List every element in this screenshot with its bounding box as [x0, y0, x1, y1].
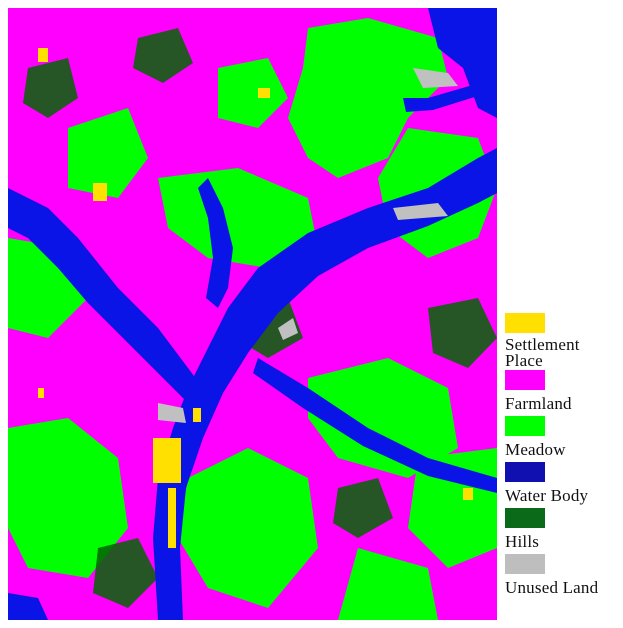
- hills-swatch: [505, 508, 545, 528]
- legend-item-meadow: Meadow: [505, 416, 623, 458]
- unused-swatch: [505, 554, 545, 574]
- legend-label-water: Water Body: [505, 486, 589, 505]
- water-swatch: [505, 462, 545, 482]
- land-use-map: [8, 8, 497, 620]
- settlement-swatch: [505, 313, 545, 333]
- hills-areas: [23, 28, 497, 608]
- legend-item-unused: Unused Land: [505, 554, 623, 596]
- land-use-map-graphic: [8, 8, 497, 620]
- legend-item-water: Water Body: [505, 462, 623, 504]
- legend-item-hills: Hills: [505, 508, 623, 550]
- legend-label-unused: Unused Land: [505, 578, 599, 597]
- legend-label-meadow: Meadow: [505, 440, 566, 459]
- legend: Settlement Place Farmland Meadow Water B…: [505, 313, 623, 596]
- unused-land-areas: [158, 68, 458, 423]
- settlement-areas: [38, 48, 473, 548]
- legend-label-settlement: Settlement Place: [505, 335, 580, 370]
- meadow-swatch: [505, 416, 545, 436]
- legend-item-farmland: Farmland: [505, 370, 623, 412]
- farmland-swatch: [505, 370, 545, 390]
- legend-label-hills: Hills: [505, 532, 540, 551]
- water-bodies: [8, 8, 497, 620]
- legend-item-settlement: Settlement Place: [505, 313, 623, 369]
- legend-label-farmland: Farmland: [505, 394, 572, 413]
